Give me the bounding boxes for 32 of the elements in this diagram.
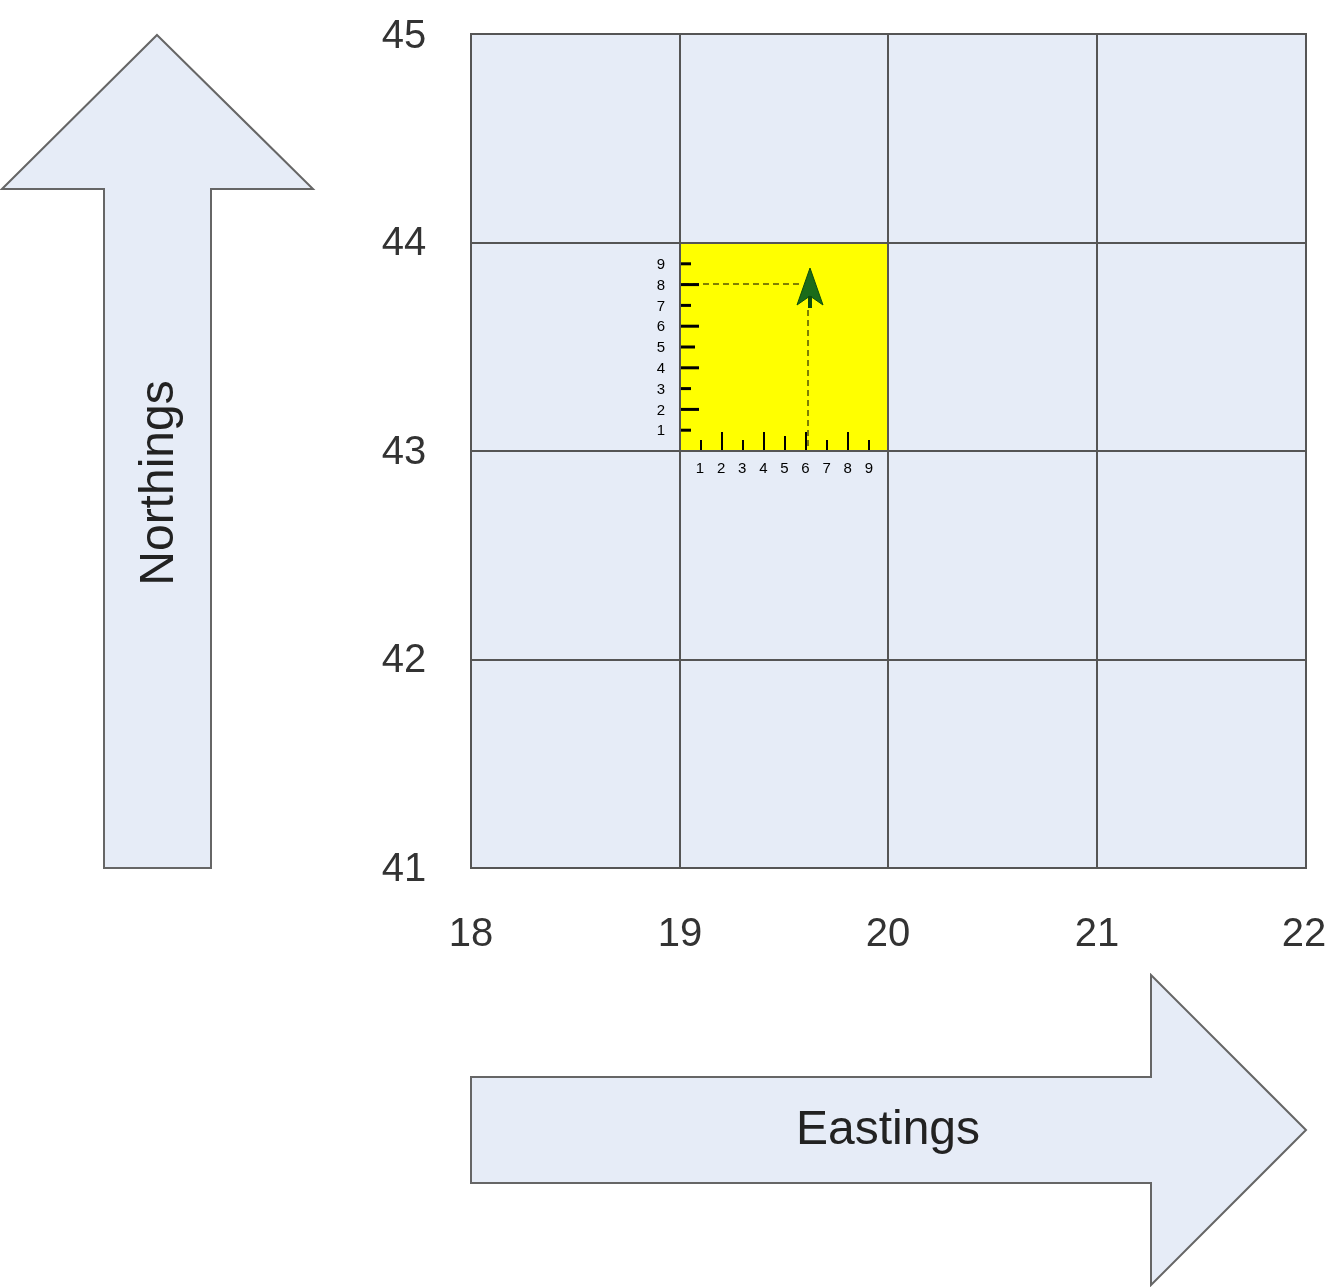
tick-label: 1 [695, 459, 705, 475]
axis-label: 44 [381, 221, 427, 261]
arrow-label: Northings [133, 380, 181, 586]
tick-label: 9 [864, 459, 873, 475]
tick-label: 2 [656, 401, 666, 417]
tick-label: 6 [656, 317, 666, 333]
tick-label: 9 [656, 255, 666, 271]
axis-label: 45 [381, 14, 427, 54]
tick-label: 3 [738, 459, 747, 475]
block-arrow [0, 33, 316, 871]
tick-label: 5 [656, 338, 666, 354]
tick-label: 4 [759, 459, 768, 475]
axis-label: 20 [865, 912, 911, 952]
axis-label: 42 [381, 638, 427, 678]
axis-label: 18 [448, 912, 494, 952]
tick-label: 8 [843, 459, 852, 475]
block-arrow [469, 973, 1309, 1287]
tick-label: 1 [656, 421, 666, 437]
tick-label: 8 [656, 276, 666, 292]
tick-label: 2 [716, 459, 726, 475]
tick-label: 6 [801, 459, 810, 475]
tick-label: 5 [780, 459, 789, 475]
arrow-label: Eastings [795, 1104, 981, 1152]
axis-label: 21 [1074, 912, 1120, 952]
tick-label: 4 [656, 359, 666, 375]
tick-label: 3 [656, 380, 666, 396]
tick-label: 7 [656, 297, 666, 313]
axis-label: 43 [381, 430, 427, 470]
axis-label: 19 [657, 912, 703, 952]
axis-label: 22 [1281, 912, 1327, 952]
axis-label: 41 [381, 847, 427, 887]
tick-label: 7 [822, 459, 831, 475]
